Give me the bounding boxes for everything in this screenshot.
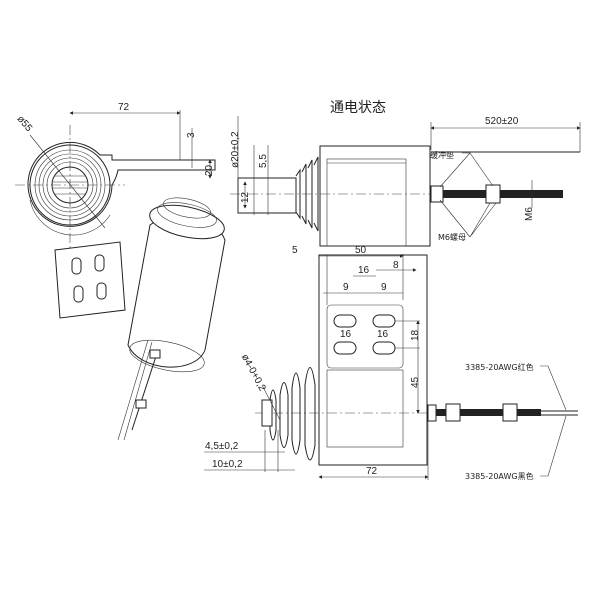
threaded-rod (443, 190, 563, 198)
wire-length-dim: 520±20 (485, 116, 519, 127)
height-dim: 45 (410, 376, 421, 388)
plunger-diameter-dim: ø20±0,2 (230, 131, 241, 168)
end-width-dim: 72 (118, 102, 130, 113)
slot-length-right-dim: 16 (377, 329, 389, 340)
body-length-dim: 72 (366, 466, 378, 477)
end-diameter-dim: ø55 (15, 114, 35, 135)
end-thickness-dim: 3 (186, 132, 197, 138)
bottom-threaded-rod (436, 409, 541, 416)
end-height-dim: 20 (204, 164, 215, 176)
side-view: 520±20 ø20±0,2 5,5 12 缓冲垫 M6螺母 M6 (230, 116, 581, 247)
wire-red-label: 3385-20AWG红色 (465, 362, 534, 372)
thread-dim: M6 (524, 207, 535, 221)
stroke-dim: 10±0,2 (212, 459, 243, 470)
shaft-dim: 12 (240, 191, 251, 203)
flange-dim: 4,5±0,2 (205, 441, 239, 452)
offset-dim: 5 (292, 245, 298, 256)
left-margin-dim: 9 (343, 282, 349, 293)
step-dim: 5,5 (258, 154, 269, 168)
drawing-title: 通电状态 (330, 100, 386, 116)
slot-length-left-dim: 16 (340, 329, 352, 340)
slot-spacing-dim: 16 (358, 265, 370, 276)
cushion-label: 缓冲垫 (430, 150, 454, 160)
nut-label: M6螺母 (438, 232, 466, 242)
wire-black-label: 3385-20AWG黑色 (465, 471, 534, 481)
bottom-view: 5 50 16 8 9 9 16 16 18 45 ø4-0+0,2 4,5±0… (204, 245, 578, 481)
perspective-view (54, 197, 226, 441)
edge-dim: 8 (393, 260, 399, 271)
right-margin-dim: 9 (381, 282, 387, 293)
slot-pitch-dim: 18 (410, 329, 421, 341)
plate-width-dim: 50 (355, 245, 367, 256)
